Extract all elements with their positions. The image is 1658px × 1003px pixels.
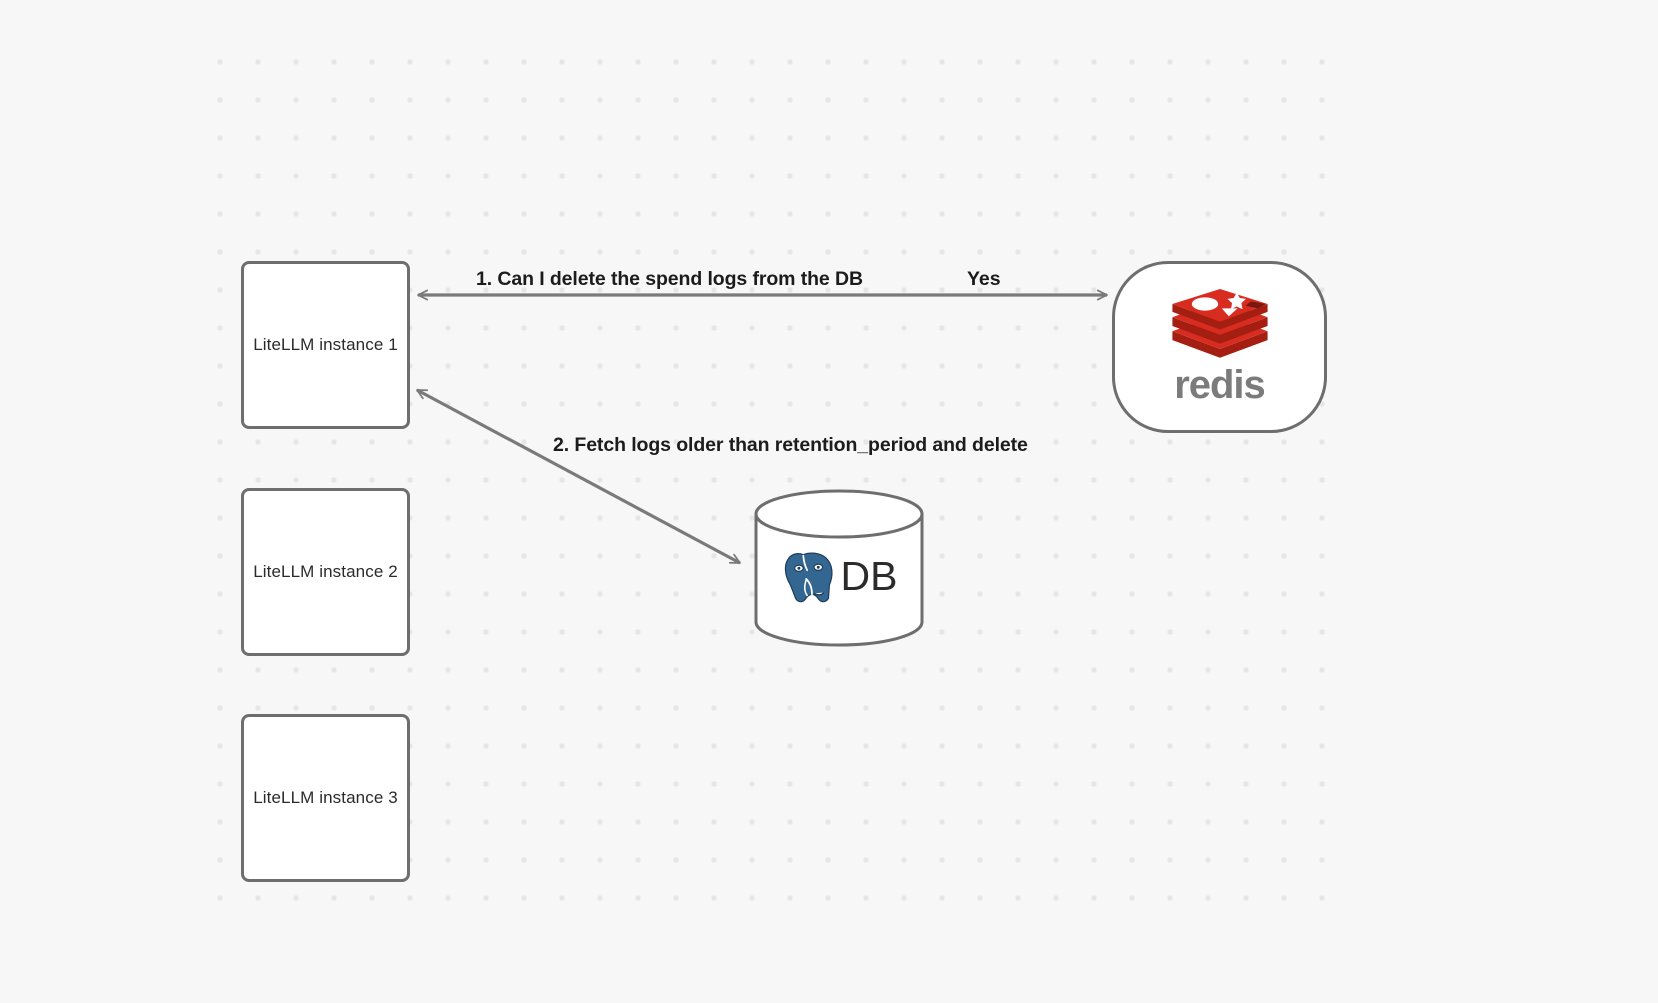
node-database[interactable]: DB xyxy=(753,488,925,648)
redis-logo-icon xyxy=(1171,289,1268,358)
edge-label-step-2: 2. Fetch logs older than retention_perio… xyxy=(553,434,1028,456)
canvas-margin-bottom xyxy=(0,905,1658,1003)
database-label: DB xyxy=(840,552,898,599)
canvas-margin-top xyxy=(0,0,1658,58)
node-litellm-instance-3-label: LiteLLM instance 3 xyxy=(253,788,398,807)
edge-instance1-db xyxy=(416,388,741,565)
canvas-margin-right xyxy=(1342,0,1658,1003)
node-litellm-instance-1-label: LiteLLM instance 1 xyxy=(253,335,398,354)
postgresql-elephant-icon xyxy=(782,550,834,605)
redis-wordmark: redis xyxy=(1174,363,1266,407)
node-litellm-instance-2[interactable]: LiteLLM instance 2 xyxy=(241,488,410,656)
node-litellm-instance-2-label: LiteLLM instance 2 xyxy=(253,562,398,581)
canvas-margin-left xyxy=(0,0,212,1003)
node-litellm-instance-1[interactable]: LiteLLM instance 1 xyxy=(241,261,410,429)
database-cylinder-shape xyxy=(754,489,924,647)
edge-label-yes: Yes xyxy=(967,268,1001,290)
edge-label-step-1: 1. Can I delete the spend logs from the … xyxy=(476,268,863,290)
node-redis[interactable]: redis xyxy=(1112,261,1327,433)
node-litellm-instance-3[interactable]: LiteLLM instance 3 xyxy=(241,714,410,882)
